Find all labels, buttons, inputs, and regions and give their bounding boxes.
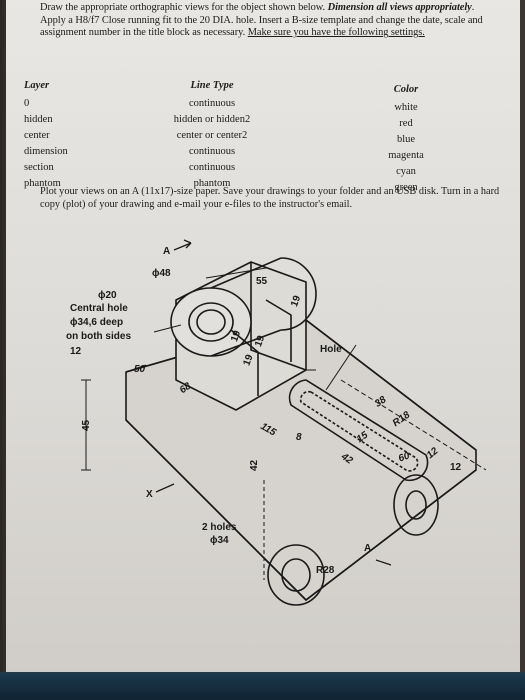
dim-42-b: 42 [249, 459, 260, 471]
linetype-cell: center or center2 [176, 130, 248, 141]
layer-cell: phantom [24, 178, 61, 189]
photo-shadow-left [0, 0, 10, 700]
dim-dia48: ϕ48 [152, 268, 171, 279]
dimension-lines [81, 267, 487, 580]
color-cell: magenta [388, 150, 424, 161]
dim-19-d: 19 [241, 353, 255, 368]
dim-19-b: 19 [229, 329, 243, 344]
central-hole-label: Central hole [70, 303, 128, 314]
instructions-line2: . Apply a H8/f7 Close running fit to the… [40, 2, 483, 39]
layer-cell: center [24, 130, 50, 141]
deep-spec-label: ϕ34,6 deep [70, 317, 123, 328]
linetype-cell: continuous [188, 162, 236, 173]
color-cell: cyan [396, 166, 416, 177]
section-label-a-top: A [163, 246, 170, 257]
dim-8: 8 [296, 432, 302, 443]
worksheet-paper: Draw the appropriate orthographic views … [6, 0, 520, 700]
linetype-header: Line Type [190, 80, 234, 91]
dim-60: 60 [397, 450, 412, 464]
color-column: Color white red blue magenta cyan green [376, 82, 436, 196]
isometric-part-drawing: A A X ϕ48 ϕ20 Central hole ϕ34,6 deep on… [66, 239, 487, 606]
dim-19-a: 19 [289, 294, 303, 309]
layer-cell: 0 [24, 98, 30, 109]
linetype-column: Line Type continuous hidden or hidden2 c… [152, 78, 272, 192]
linetype-cell: continuous [188, 146, 236, 157]
part-outline [125, 257, 477, 606]
dim-12-bottom: 12 [450, 462, 462, 473]
dim-19-c: 19 [253, 334, 267, 349]
dim-dia34: ϕ34 [210, 535, 229, 546]
layer-cell: hidden [24, 114, 53, 125]
color-cell: blue [396, 134, 416, 145]
instructions-line1: Draw the appropriate orthographic views … [40, 2, 328, 13]
color-cell: white [394, 102, 418, 113]
linetype-cell: hidden or hidden2 [173, 114, 251, 125]
instructions-underlined: Make sure you have the following setting… [247, 27, 425, 39]
two-holes-label: 2 holes [202, 522, 237, 533]
background-table-edge [0, 672, 525, 700]
layer-cell: dimension [24, 146, 68, 157]
dim-dia20: ϕ20 [98, 290, 117, 301]
layer-column: Layer 0 hidden center dimension section … [24, 78, 68, 192]
linetype-cell: continuous [188, 98, 236, 109]
linetype-cell: phantom [193, 178, 231, 189]
dim-45: 45 [81, 419, 92, 431]
instructions-paragraph: Draw the appropriate orthographic views … [40, 2, 490, 40]
color-cell: green [394, 182, 418, 193]
dim-50: 50 [134, 364, 146, 375]
axis-label-x: X [146, 489, 153, 500]
section-label-a-bottom: A [364, 543, 371, 554]
instructions-emphasis: Dimension all views appropriately [327, 2, 472, 13]
pointer-arrows [155, 239, 392, 566]
dim-12-left: 12 [70, 346, 82, 357]
dim-55: 55 [256, 276, 268, 287]
hole-label: Hole [320, 344, 342, 355]
color-cell: red [399, 118, 413, 129]
color-header: Color [393, 84, 419, 95]
both-sides-label: on both sides [66, 331, 131, 342]
dim-r28: R28 [316, 565, 335, 576]
layer-cell: section [24, 162, 54, 173]
layer-header: Layer [24, 80, 50, 91]
plot-instructions: Plot your views on an A (11x17)-size pap… [40, 186, 500, 210]
